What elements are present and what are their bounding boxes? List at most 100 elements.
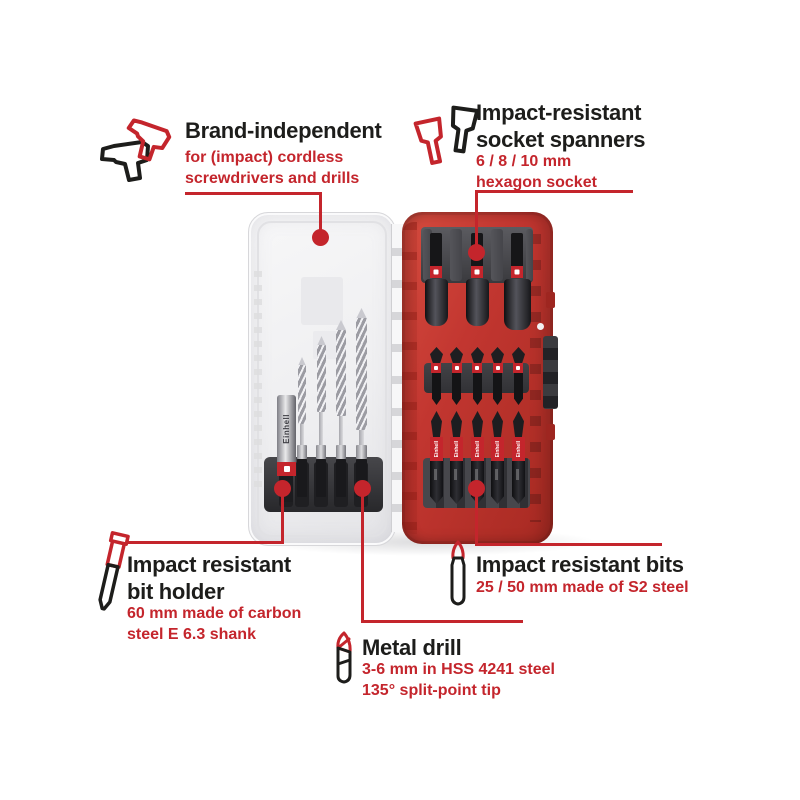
long-bit-tip [513,411,524,438]
cordless-drills-icon [100,118,172,182]
bit-holder-subtitle: 60 mm made of carbon steel E 6.3 shank [127,603,301,645]
bit-holder-connector-line [127,541,284,544]
drill-bit-shank [319,412,323,445]
red-half-edge [402,222,417,534]
long-bit-tip [431,411,442,438]
long-bit-tip [451,411,462,438]
case-latch [543,336,558,409]
drill-bit-base [297,459,307,497]
brand-marker-dot [312,229,329,246]
short-bit-label [493,363,503,373]
sockets-subtitle-line2: hexagon socket [476,174,597,191]
socket-label [471,266,483,278]
drill-bit-shank [339,416,343,445]
metal-drill-marker-dot [354,480,371,497]
bit-size-mark [495,469,498,480]
long-bit-brand-band: Einhell [512,437,525,462]
bit-holder-label [277,462,296,476]
drill-bit-flute [317,345,326,412]
drill-bit-base [336,459,346,497]
brand-title: Brand-independent [185,118,382,143]
short-bit-body [493,373,502,405]
short-bit-label [472,363,482,373]
socket-spanner [466,279,489,326]
impact-bit-icon [450,540,466,606]
brand-subtitle-line1: for (impact) cordless [185,149,344,166]
long-bit-body [450,461,463,504]
short-bit-tip [430,347,443,364]
short-bit-tip [450,347,463,364]
brand-connector-line [319,192,322,232]
metal-drill-title: Metal drill [362,635,462,660]
brand-subtitle-line2: screwdrivers and drills [185,170,360,187]
brand-logo-mark [496,366,500,370]
bits-subtitle-line1: 25 / 50 mm made of S2 steel [476,579,689,596]
bit-brand-text: Einhell [474,441,481,458]
socket-shank [430,233,442,269]
sockets-subtitle: 6 / 8 / 10 mm hexagon socket [476,151,597,193]
metal-drill-subtitle-line2: 135° split-point tip [362,682,501,699]
brand-subtitle: for (impact) cordless screwdrivers and d… [185,147,359,189]
brand-logo-mark [434,366,438,370]
drill-bit-hex [316,445,326,459]
sockets-title-line1: Impact-resistant [476,100,642,125]
bit-brand-text: Einhell [433,441,440,458]
brand-logo-mark [433,269,439,275]
drill-bit [336,320,346,330]
drill-bit-flute [356,318,367,430]
holder-finger [423,229,432,281]
bit-brand-text: Einhell [494,441,501,458]
short-bit-tip [471,347,484,364]
brand-logo-mark [516,366,520,370]
brand-connector-line [185,192,322,195]
bit-brand-text: Einhell [453,441,460,458]
long-bit-brand-band: Einhell [430,437,443,462]
sockets-marker-dot [468,244,485,261]
bit-holder-brand-text: Einhell [282,414,291,444]
long-bit-body [430,461,443,504]
case-clip [546,424,555,440]
drill-bit-shank [359,430,364,445]
short-bit-body [432,373,441,405]
bit-brand-text: Einhell [515,441,522,458]
short-bit-tip [491,347,504,364]
short-bit-body [473,373,482,405]
drill-bit [298,357,306,366]
drill-bit-hex [356,445,367,459]
sockets-title-line2: socket spanners [476,127,646,152]
socket-spanner [425,279,448,326]
drill-bit [356,308,367,319]
drill-bit-hex [297,445,307,459]
lid-embossed-logo-area [301,277,343,325]
brand-logo-mark [474,269,480,275]
socket-spanners-icon [413,105,480,165]
short-bit-label [513,363,523,373]
holder-finger [526,229,533,281]
sockets-title: Impact-resistant socket spanners [476,99,645,153]
long-bit-body [512,461,525,504]
sockets-connector-line [475,190,478,245]
drill-bit [317,336,326,346]
bit-holder-tool: Einhell [277,395,296,463]
short-bit-label [452,363,462,373]
drill-bit-flute [298,365,306,424]
bit-holder-icon [98,531,130,611]
bit-holder-subtitle-line1: 60 mm made of carbon [127,605,302,622]
brand-logo-mark [475,366,479,370]
drill-bit-base [316,459,326,497]
drill-bit-base [356,459,367,497]
bits-subtitle: 25 / 50 mm made of S2 steel [476,577,689,598]
brand-logo-mark [283,466,290,472]
socket-label [430,266,442,278]
case-clip [546,292,555,308]
metal-drill-subtitle: 3-6 mm in HSS 4241 steel 135° split-poin… [362,659,555,701]
socket-shank [511,233,523,269]
bit-holder-connector-line [281,492,284,544]
drill-bit-flute [336,330,346,416]
short-bit-tip [512,347,525,364]
bit-size-mark [516,469,519,480]
metal-drill-connector-line [361,492,364,623]
lid-ribs [254,271,262,487]
bits-title: Impact resistant bits [476,552,684,577]
